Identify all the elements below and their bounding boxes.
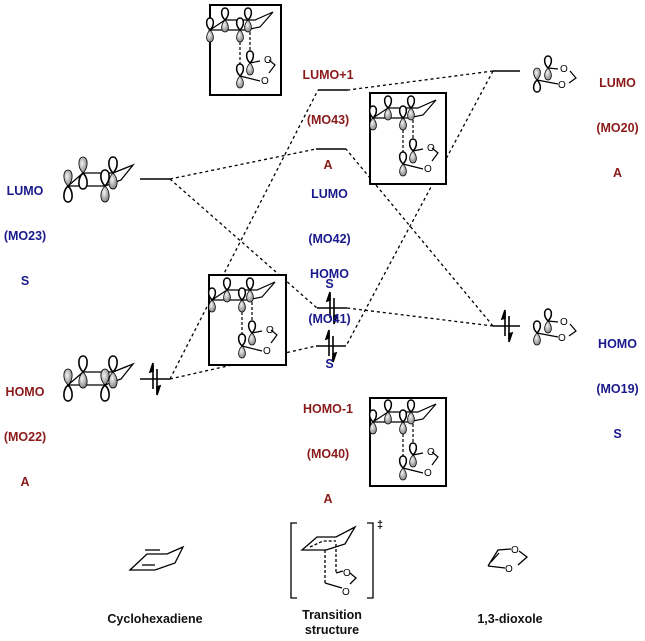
ts-homo1-orbital-box [369, 397, 447, 487]
orbital-name: HOMO-1 [303, 402, 353, 416]
diene-homo-orbital-icon [63, 355, 134, 402]
corr-line [346, 307, 494, 327]
orbital-name: HOMO [5, 385, 45, 399]
energy-levels [140, 70, 520, 380]
oxygen-label: O [342, 587, 350, 598]
corr-line [169, 178, 318, 309]
corr-line [347, 70, 494, 91]
orbital-symmetry: S [20, 274, 30, 288]
label-ts-homo1: HOMO-1 (MO40) A [298, 372, 358, 522]
oxygen-label: O [511, 545, 519, 556]
orbital-number: (MO20) [596, 121, 639, 135]
orbital-name: LUMO [599, 76, 636, 90]
orbital-name: LUMO [311, 187, 348, 201]
orbital-symmetry: S [325, 277, 334, 291]
ts-homo-orbital-box [208, 274, 287, 366]
cyclohexadiene-structure-icon [128, 545, 185, 571]
electron-pair-icon [148, 362, 162, 396]
orbital-symmetry: A [20, 475, 30, 489]
corr-line [345, 70, 494, 347]
label-diox-homo: HOMO (MO19) S [590, 307, 645, 457]
orbital-number: (MO23) [3, 229, 47, 243]
orbital-number: (MO42) [308, 232, 351, 246]
orbital-name: LUMO+1 [302, 68, 354, 82]
electron-pair-icon [500, 309, 514, 343]
orbital-symmetry: A [612, 166, 623, 180]
orbital-symmetry: A [323, 492, 333, 506]
transition-state-symbol: ‡ [377, 519, 384, 531]
label-ts-homo: HOMO (MO41) S [302, 237, 357, 387]
corr-line [169, 148, 317, 180]
orbital-name: HOMO [598, 337, 637, 351]
transition-structure-icon [290, 522, 374, 599]
label-ts-lumo: LUMO (MO42) S [302, 157, 357, 307]
label-diene-homo: HOMO (MO22) A [0, 355, 50, 505]
orbital-number: (MO22) [3, 430, 47, 444]
orbital-number: (MO41) [308, 312, 351, 326]
caption-transition-structure: Transition structure [302, 608, 362, 637]
oxygen-label: O [558, 80, 566, 91]
label-diox-lumo: LUMO (MO20) A [590, 46, 645, 196]
caption-cyclohexadiene: Cyclohexadiene [107, 612, 203, 626]
orbital-name: HOMO [310, 267, 349, 281]
electron-pair-icon [325, 291, 339, 325]
orbital-symmetry: S [325, 357, 334, 371]
label-diene-lumo: LUMO (MO23) S [0, 154, 50, 304]
diene-lumo-orbital-icon [63, 156, 134, 203]
dioxole-structure-icon [487, 548, 529, 569]
dioxole-lumo-orbital-icon: O O [532, 55, 577, 93]
oxygen-label: O [343, 568, 351, 579]
electron-pair-icon [324, 329, 338, 363]
corr-line [169, 89, 319, 380]
oxygen-label: O [560, 64, 568, 75]
caption-dioxole: 1,3-dioxole [477, 612, 543, 626]
orbital-number: (MO43) [306, 113, 350, 127]
oxygen-label: O [505, 564, 513, 575]
oxygen-label: O [560, 317, 568, 328]
label-ts-lumo1: LUMO+1 (MO43) A [298, 38, 358, 188]
oxygen-label: O [558, 333, 566, 344]
orbital-symmetry: S [613, 427, 622, 441]
orbital-symmetry: A [323, 158, 333, 172]
ts-lumo-orbital-box [369, 92, 447, 185]
orbital-number: (MO40) [306, 447, 350, 461]
dioxole-homo-orbital-icon: O O [532, 308, 577, 346]
orbital-name: LUMO [6, 184, 44, 198]
corr-line [345, 148, 494, 327]
electron-pairs [148, 291, 514, 396]
orbital-number: (MO19) [596, 382, 639, 396]
ts-lumo1-orbital-box [207, 4, 282, 96]
